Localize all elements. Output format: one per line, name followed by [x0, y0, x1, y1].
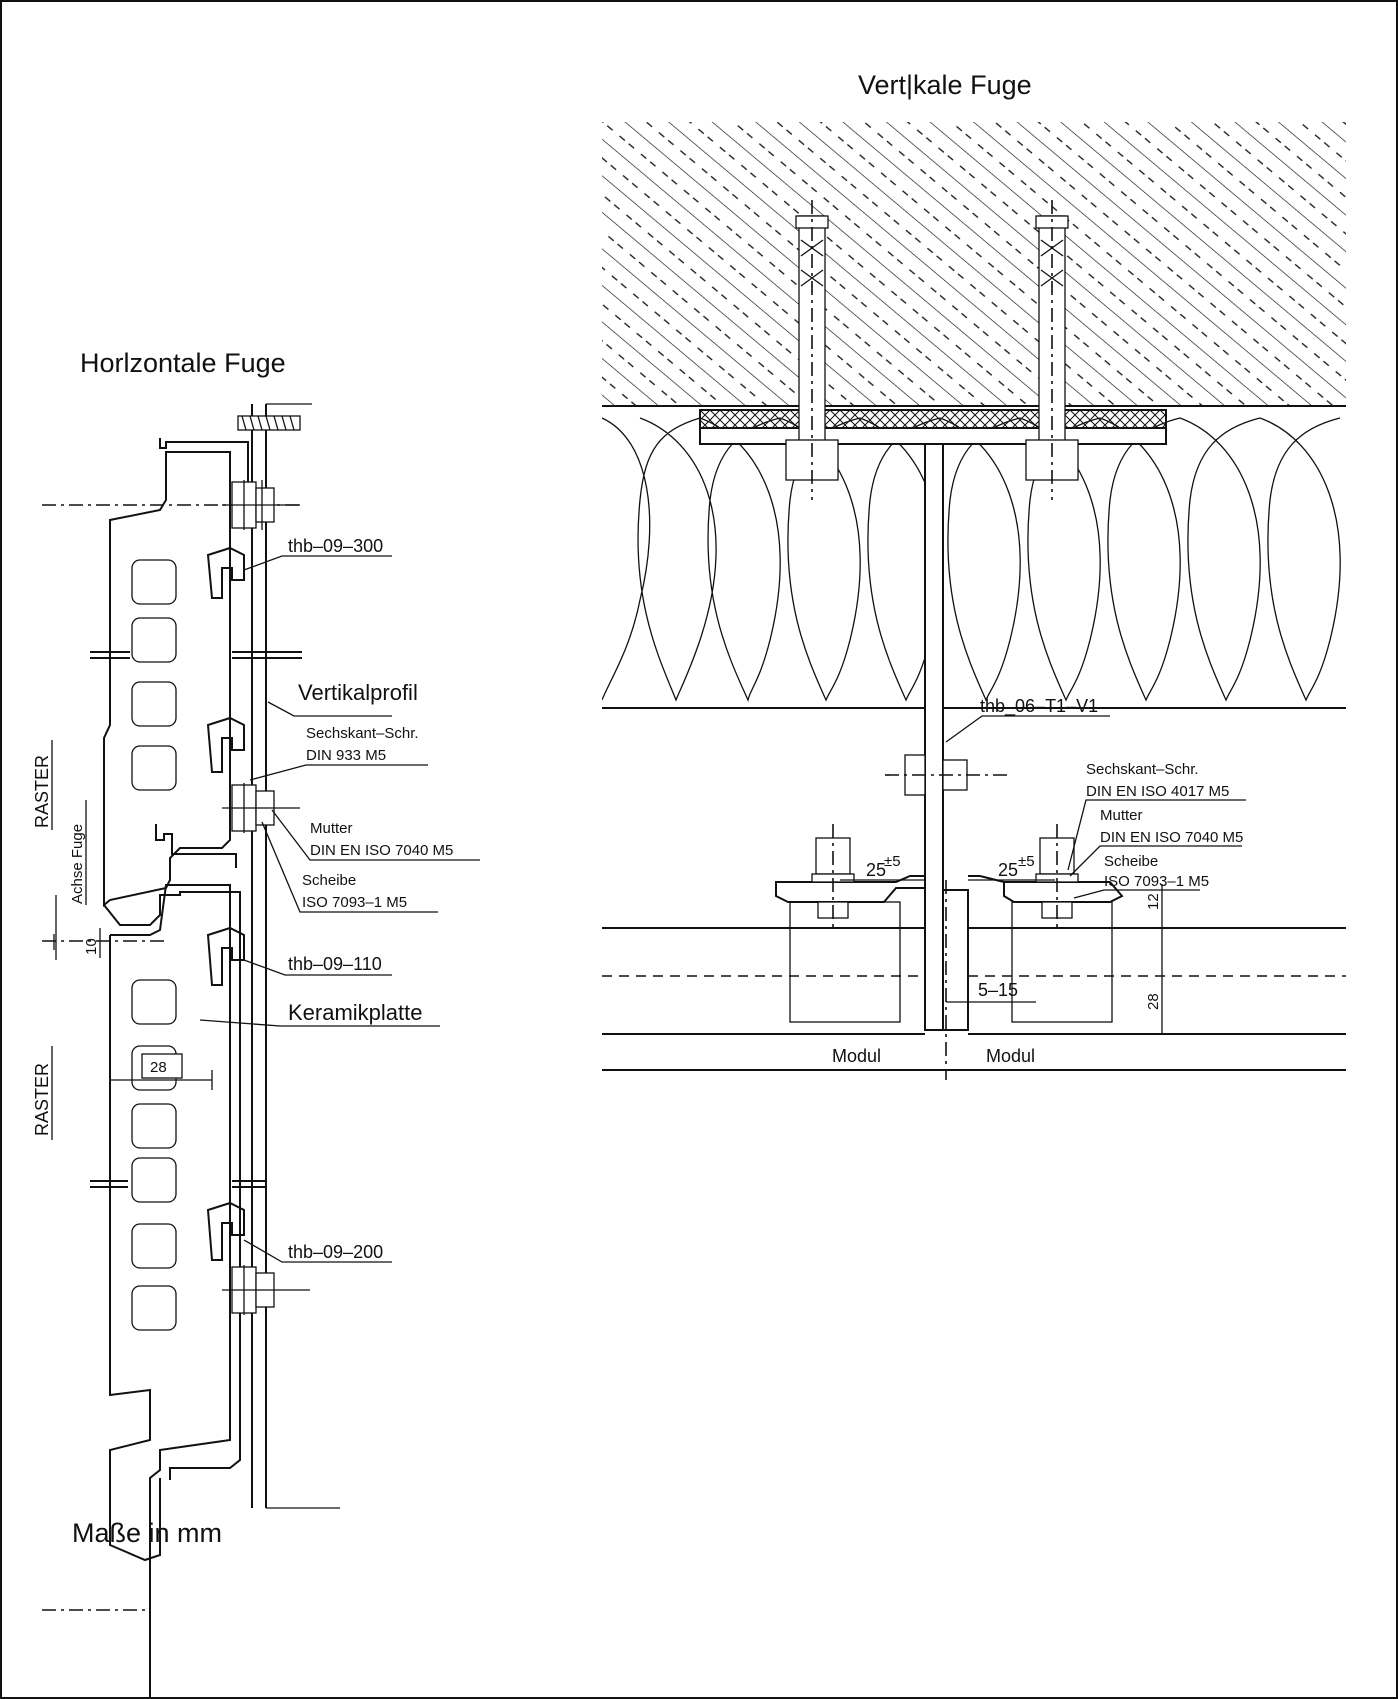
wall-anchor-left: [785, 200, 839, 500]
label-din7040-h: DIN EN ISO 7040 M5: [310, 842, 453, 859]
rail-bolt-left: [811, 824, 855, 930]
label-thb-09-110: thb–09–110: [288, 954, 382, 974]
label-scheibe-v: Scheibe: [1104, 853, 1158, 870]
label-thb-09-200: thb–09–200: [288, 1242, 383, 1262]
rail-bolt-right: [1035, 824, 1079, 930]
dim-25-right: 25: [998, 860, 1018, 880]
ceramic-tile-left: [789, 901, 901, 1023]
label-raster-upper: RASTER: [32, 755, 52, 828]
dimension-28-h: 28: [109, 1053, 213, 1090]
label-modul-right: Modul: [986, 1046, 1035, 1066]
svg-text:28: 28: [150, 1059, 167, 1076]
label-din7040-v: DIN EN ISO 7040 M5: [1100, 829, 1243, 846]
vertical-joint-title: Vert|kale Fuge: [858, 70, 1032, 100]
concrete-wall: [602, 122, 1346, 406]
label-thb-06-t1-v1: thb_06–T1–V1: [980, 696, 1098, 717]
dim-tol-left: ±5: [884, 853, 901, 870]
label-iso7093-v: ISO 7093–1 M5: [1104, 873, 1209, 890]
units-note: Maße in mm: [72, 1518, 222, 1548]
dim-5-15: 5–15: [978, 980, 1018, 1000]
dim-tol-right: ±5: [1018, 853, 1035, 870]
label-achse-fuge: Achse Fuge: [69, 824, 86, 904]
label-raster-lower: RASTER: [32, 1063, 52, 1136]
rail-profile-left: [775, 875, 926, 903]
label-din4017: DIN EN ISO 4017 M5: [1086, 783, 1229, 800]
bolt-bottom: [222, 1265, 310, 1315]
vertical-joint-section: 25 ±5 25 ±5 12 28 5–15 Modul Modul thb_0…: [602, 122, 1346, 1080]
label-modul-left: Modul: [832, 1046, 881, 1066]
label-iso7093-h: ISO 7093–1 M5: [302, 894, 407, 911]
horizontal-joint-title: Horlzontale Fuge: [80, 348, 286, 378]
label-dim-10: 10: [83, 938, 100, 955]
bracket-bolt: [885, 754, 1010, 796]
wall-anchor-right: [1025, 200, 1079, 500]
ceramic-tile-right: [1011, 901, 1113, 1023]
label-mutter-v: Mutter: [1100, 807, 1143, 824]
dim-28-v: 28: [1145, 993, 1162, 1010]
dim-25-left: 25: [866, 860, 886, 880]
hook-clip-top: [206, 546, 245, 599]
label-scheibe-h: Scheibe: [302, 872, 356, 889]
label-sechskant-v: Sechskant–Schr.: [1086, 761, 1199, 778]
hook-clip-low: [206, 926, 245, 986]
dim-12: 12: [1145, 893, 1162, 910]
label-din933: DIN 933 M5: [306, 747, 386, 764]
label-thb-09-300: thb–09–300: [288, 536, 383, 556]
label-mutter-h: Mutter: [310, 820, 353, 837]
bolt-top: [222, 480, 300, 530]
bolt-mid: [222, 783, 300, 833]
label-vertikalprofil: Vertikalprofil: [298, 680, 418, 705]
insulation-layer: [602, 417, 1341, 703]
hook-clip-bottom: [206, 1201, 245, 1261]
horizontal-joint-section: thb–09–300 Vertikalprofil Sechskant–Schr…: [32, 403, 480, 1699]
label-keramikplatte: Keramikplatte: [288, 1000, 423, 1025]
hook-clip-mid: [206, 716, 245, 773]
label-sechskant-h: Sechskant–Schr.: [306, 725, 419, 742]
